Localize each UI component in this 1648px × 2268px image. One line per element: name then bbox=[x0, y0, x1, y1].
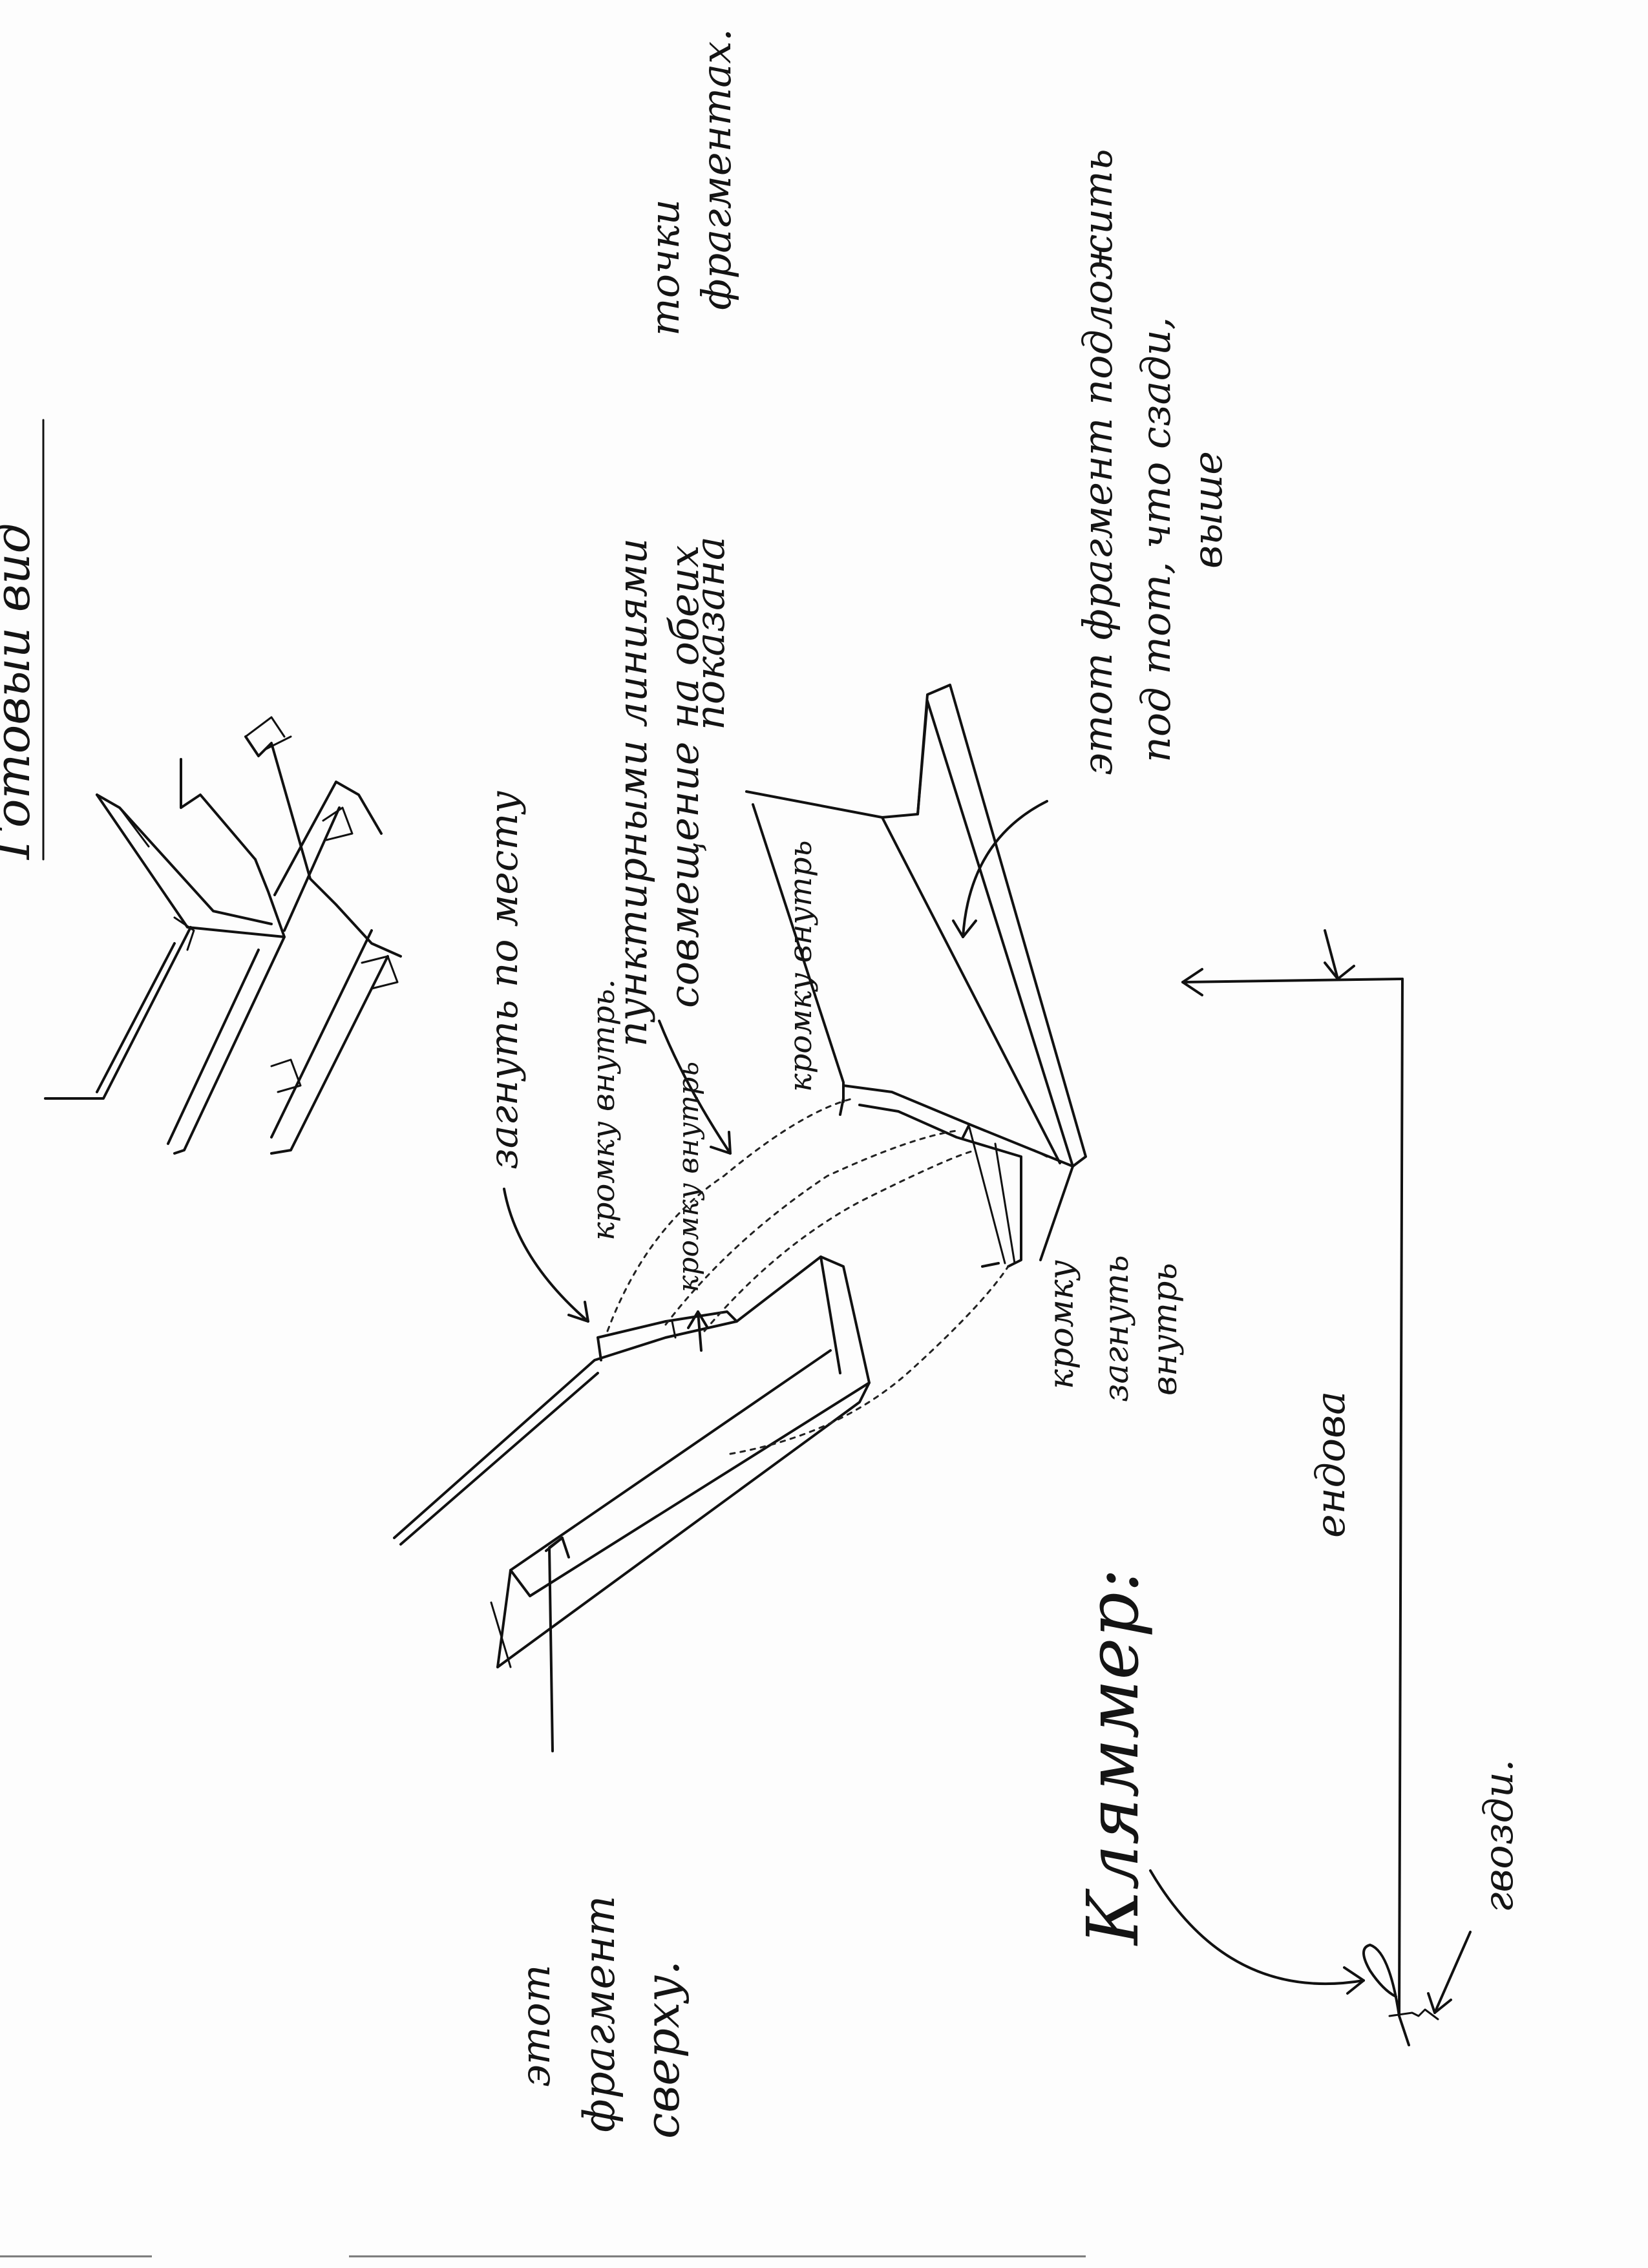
title-finished-view: Готовый вид bbox=[0, 523, 41, 861]
lower-fragment-drawing bbox=[745, 684, 1087, 1268]
note-top-right-line-4: точки bbox=[641, 199, 688, 336]
note-top-right-line-3: совмещение на обеих bbox=[660, 545, 708, 1008]
note-edge-bend-lower-3: внутрь bbox=[1146, 1263, 1185, 1396]
note-right-line-2: под тот, что сзади, bbox=[1132, 317, 1179, 762]
note-edge-bend-lower-1: кромку bbox=[1042, 1260, 1081, 1389]
note-edge-inward-c: кромку внутрь bbox=[783, 840, 819, 1092]
note-top-right-line-2: пунктирными линиями bbox=[609, 538, 656, 1047]
note-edge-inward-b: кромку внутрь. bbox=[586, 979, 622, 1241]
upper-fragment-drawing bbox=[393, 1255, 871, 1668]
note-edge-bend-lower-2: загнуть bbox=[1097, 1255, 1136, 1402]
alignment-dashed-lines bbox=[606, 1097, 1009, 1455]
label-clamp: Кляммер: bbox=[1072, 1568, 1154, 1946]
note-right-line-3: выше bbox=[1184, 451, 1231, 569]
label-nails: гвозди. bbox=[1475, 1759, 1522, 1913]
note-edge-inward-a: кромку внутрь bbox=[672, 1062, 705, 1292]
note-bend-into-place: загнуть по месту bbox=[481, 791, 527, 1170]
note-fragment-top-3: сверху. bbox=[635, 1960, 690, 2139]
leader-arrows bbox=[503, 800, 1048, 1752]
note-right-line-1: этот фрагмент подложить bbox=[1074, 149, 1121, 775]
label-valley: ендова bbox=[1307, 1391, 1354, 1538]
clamp-drawing bbox=[1149, 929, 1472, 2046]
note-fragment-top-1: этот bbox=[512, 1964, 559, 2087]
finished-view-drawing bbox=[44, 716, 402, 1155]
note-top-right-line-1: показана bbox=[686, 536, 734, 730]
note-fragment-top-2: фрагмент bbox=[575, 1896, 624, 2132]
note-top-right-line-5: фрагментах. bbox=[693, 28, 740, 310]
